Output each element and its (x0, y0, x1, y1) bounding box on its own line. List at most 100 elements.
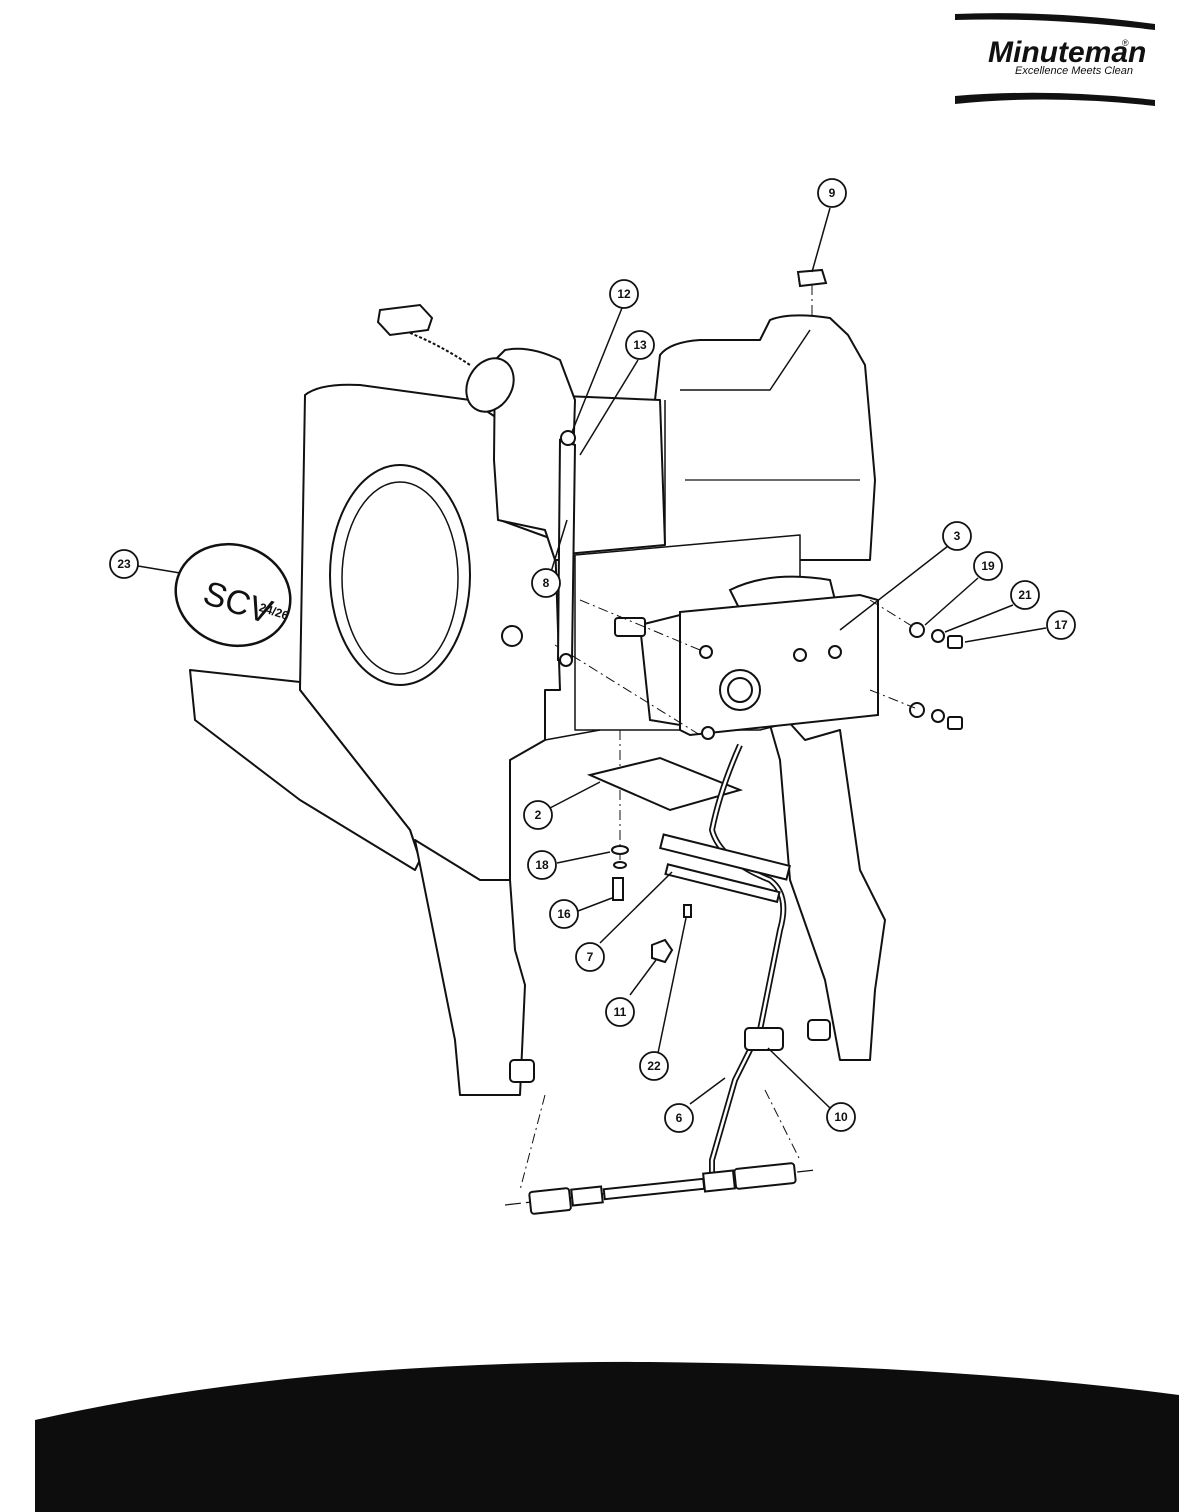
tube-fitting (559, 653, 573, 667)
washer-18b (613, 861, 627, 869)
callout-10: 10 (826, 1102, 856, 1132)
callout-label: 9 (829, 186, 836, 200)
leader-3 (839, 545, 949, 631)
left-tank-tower (493, 347, 576, 561)
plate-washer (701, 726, 715, 740)
callout-8: 8 (531, 568, 561, 598)
badge-oval (174, 542, 292, 648)
quick-connect-right (807, 1019, 831, 1041)
side-oval-inner (341, 481, 459, 675)
callout-label: 16 (557, 907, 571, 921)
leader-19 (924, 577, 979, 626)
fill-cap (376, 303, 434, 337)
callout-label: 18 (535, 858, 549, 872)
logo-registered-mark: ® (1122, 38, 1129, 48)
spray-bar-tube (602, 1177, 706, 1201)
spray-bar (504, 1162, 816, 1215)
callout-label: 12 (617, 287, 631, 301)
spray-bar-end-left (528, 1187, 572, 1215)
sight-tube (556, 438, 577, 661)
logo-top-swoosh (955, 13, 1155, 30)
axis-line (554, 644, 701, 736)
plate-washer (699, 645, 713, 659)
fill-port (465, 357, 515, 413)
scv-badge: SCV 24/26 (174, 542, 292, 648)
callout-17: 17 (1046, 610, 1076, 640)
callout-21: 21 (1010, 580, 1040, 610)
brand-logo: Minuteman ® Excellence Meets Clean (955, 13, 1155, 106)
nut-11 (651, 938, 674, 964)
axis-line (764, 1089, 801, 1161)
pump-plate-assembly (501, 575, 879, 740)
callout-label: 13 (633, 338, 647, 352)
lock-washer-21-lower (931, 709, 945, 723)
callout-label: 22 (647, 1059, 661, 1073)
bolt-17 (947, 635, 963, 649)
elbow-fitting-12 (560, 430, 576, 446)
leader-16 (577, 897, 613, 912)
callout-23: 23 (109, 549, 139, 579)
small-hardware (611, 845, 692, 964)
hose-assembly (509, 743, 831, 1180)
spray-bar-tee (702, 1169, 736, 1193)
cap-chain (409, 332, 471, 366)
sight-tube-assembly (556, 430, 577, 667)
leader-8 (550, 519, 568, 573)
leader-12 (571, 307, 623, 433)
bracket-2 (586, 756, 744, 812)
callout-label: 10 (834, 1110, 848, 1124)
pump-head-inner (727, 677, 753, 703)
washer-18 (611, 845, 629, 855)
callout-12: 12 (609, 279, 639, 309)
leader-11 (629, 959, 657, 996)
side-fitting (501, 625, 523, 647)
callout-22: 22 (639, 1051, 669, 1081)
washer-19-lower (909, 702, 925, 718)
right-tank-ridge (680, 329, 811, 391)
fitting-10 (744, 1027, 784, 1051)
axis-line (869, 599, 916, 629)
callout-label: 11 (614, 1005, 627, 1019)
screw-22 (683, 904, 692, 918)
leader-21 (944, 604, 1014, 633)
callout-3: 3 (942, 521, 972, 551)
spray-bar-coupler (570, 1185, 604, 1207)
callout-13: 13 (625, 330, 655, 360)
callout-6: 6 (664, 1103, 694, 1133)
callout-2: 2 (523, 800, 553, 830)
logo-brand-text: Minuteman (988, 36, 1146, 69)
footer-swoosh-band (35, 1361, 1179, 1512)
leader-10 (767, 1047, 831, 1109)
axis-line (869, 689, 916, 709)
callout-7: 7 (575, 942, 605, 972)
leader-18 (556, 851, 611, 864)
callout-label: 3 (954, 529, 961, 543)
pump-mount-plate (679, 593, 879, 737)
callout-16: 16 (549, 899, 579, 929)
plate-hole (793, 648, 807, 662)
right-leg (759, 689, 886, 1061)
leader-6 (689, 1077, 726, 1105)
pump-bracket (638, 613, 681, 727)
spray-bar-end-right (733, 1162, 797, 1190)
hose-guard-7 (659, 833, 791, 881)
axis-line (579, 599, 701, 651)
quick-connect-left (509, 1059, 535, 1083)
leader-23 (137, 565, 181, 574)
hose-guard-7b (664, 863, 781, 904)
leader-7 (599, 871, 673, 944)
callout-label: 17 (1054, 618, 1068, 632)
leader-13 (579, 359, 639, 456)
axis-line (519, 1094, 546, 1191)
plate-hardware (909, 622, 963, 730)
lock-washer-21 (931, 629, 945, 643)
left-leg (414, 839, 526, 1096)
callout-label: 23 (117, 557, 131, 571)
callout-label: 21 (1018, 588, 1032, 602)
leader-9 (811, 207, 831, 273)
callout-label: 8 (543, 576, 550, 590)
bolt-17-lower (947, 716, 963, 730)
connector-plug (614, 617, 646, 637)
leader-22 (657, 917, 687, 1054)
